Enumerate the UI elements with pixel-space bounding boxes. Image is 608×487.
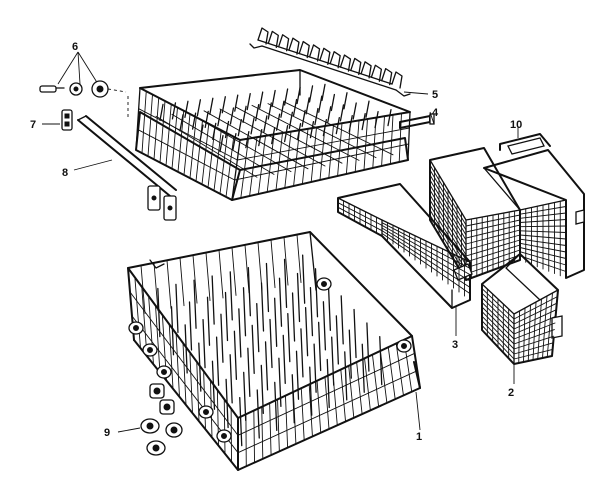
lower-rack-part-1 <box>127 231 421 471</box>
silverware-basket-part-2 <box>481 253 563 384</box>
silverware-basket-part-3 <box>337 183 473 336</box>
callout-10: 10 <box>510 119 522 131</box>
callout-8: 8 <box>62 167 68 179</box>
rail-stop-part-7 <box>42 109 73 131</box>
callout-2: 2 <box>508 387 514 399</box>
cup-shelf-part-5 <box>249 27 411 97</box>
upper-rack-part-4 <box>127 69 435 201</box>
callout-6: 6 <box>72 41 78 53</box>
callout-4: 4 <box>432 107 439 119</box>
callout-labels: 1 2 3 4 5 6 7 8 9 10 <box>30 41 522 443</box>
roller-hardware-part-6 <box>39 51 127 98</box>
callout-7: 7 <box>30 119 36 131</box>
callout-1: 1 <box>416 431 422 443</box>
rack-wheels-part-9 <box>117 383 183 456</box>
rack-track-part-8 <box>73 115 177 221</box>
callout-9: 9 <box>104 427 110 439</box>
callout-5: 5 <box>432 89 438 101</box>
callout-3: 3 <box>452 339 458 351</box>
silverware-basket-part-10 <box>429 126 585 281</box>
